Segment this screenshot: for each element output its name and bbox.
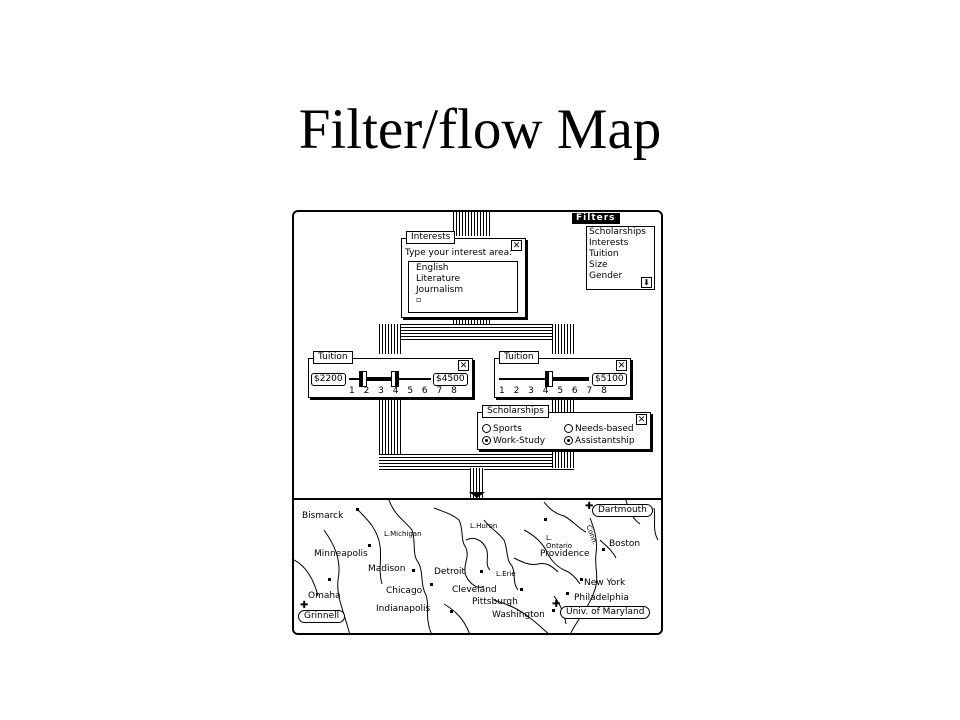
- city-marker: [328, 578, 331, 581]
- close-icon[interactable]: ✕: [511, 240, 522, 251]
- tuition-max-value[interactable]: $4500: [433, 373, 468, 386]
- city-label: Providence: [540, 549, 590, 559]
- filter-flow-window: Filters Scholarships Interests Tuition S…: [292, 210, 663, 635]
- flow-band-top: [453, 212, 491, 236]
- interest-item[interactable]: English: [416, 263, 449, 273]
- flow-band-left-lower: [379, 398, 401, 468]
- tuition-range-fill: [552, 377, 589, 381]
- flow-band-scholar-out: [552, 448, 574, 468]
- flow-band-merge: [379, 454, 574, 470]
- filters-menu-item[interactable]: Interests: [589, 238, 629, 248]
- flow-band-split-top: [379, 324, 574, 340]
- result-marker-icon: ✚: [300, 600, 309, 611]
- result-marker-icon: ✚: [552, 599, 561, 610]
- interests-prompt: Type your interest area:: [405, 248, 513, 258]
- tuition-window-right: Tuition ✕ $5100 1 2 3 4 5 6 7 8: [494, 351, 631, 398]
- city-label: Detroit: [434, 567, 466, 577]
- lake-label: L.Huron: [470, 522, 498, 530]
- city-label: Philadelphia: [574, 593, 629, 603]
- close-icon[interactable]: ✕: [616, 360, 627, 371]
- city-marker: [544, 518, 547, 521]
- scholarship-option-label: Needs-based: [575, 424, 634, 434]
- city-marker: [368, 544, 371, 547]
- filters-menu-item[interactable]: Tuition: [589, 249, 619, 259]
- lake-label: L.Michigan: [384, 530, 422, 538]
- flow-arrow-icon: [469, 492, 485, 498]
- city-marker: [480, 570, 483, 573]
- city-label: Pittsburgh: [472, 597, 518, 607]
- tuition-window-title: Tuition: [499, 351, 539, 364]
- interests-input-box[interactable]: English Literature Journalism ▫: [408, 261, 518, 313]
- close-icon[interactable]: ✕: [458, 360, 469, 371]
- tuition-window-title: Tuition: [313, 351, 353, 364]
- city-marker: [552, 609, 555, 612]
- lake-label: L. Ontario: [546, 534, 573, 550]
- results-map[interactable]: L.Michigan L.Huron L. Ontario L.Erie Con…: [294, 498, 661, 633]
- tuition-min-value[interactable]: $2200: [311, 373, 346, 386]
- city-label: Boston: [609, 539, 641, 549]
- scholarship-option[interactable]: Work-Study: [482, 436, 545, 447]
- city-label: Washington: [492, 610, 545, 620]
- filters-menu-item[interactable]: Scholarships: [589, 227, 646, 237]
- tuition-ticks: 1 2 3 4 5 6 7 8: [349, 386, 460, 396]
- city-marker: [356, 508, 359, 511]
- city-label: Cleveland: [452, 585, 497, 595]
- city-marker: [580, 578, 583, 581]
- city-marker: [450, 610, 453, 613]
- scholarship-option[interactable]: Sports: [482, 424, 522, 435]
- result-marker-icon: ✚: [585, 501, 594, 512]
- city-label: Madison: [368, 564, 406, 574]
- city-label: Omaha: [308, 591, 341, 601]
- city-label: Minneapolis: [314, 549, 368, 559]
- flow-band-to-map: [470, 468, 484, 498]
- tuition-max-value[interactable]: $5100: [592, 373, 627, 386]
- text-cursor[interactable]: ▫: [416, 295, 422, 304]
- tuition-range-fill: [366, 377, 391, 381]
- close-icon[interactable]: ✕: [636, 414, 647, 425]
- filters-menu-item[interactable]: Size: [589, 260, 608, 270]
- city-marker: [520, 588, 523, 591]
- scholarship-option[interactable]: Assistantship: [564, 436, 635, 447]
- city-label: Chicago: [386, 586, 423, 596]
- city-label: Bismarck: [302, 511, 344, 521]
- down-arrow-icon[interactable]: ⬇: [641, 277, 652, 288]
- flow-band-left-down: [379, 324, 401, 354]
- result-grinnell[interactable]: Grinnell: [298, 610, 346, 623]
- filters-menu-title[interactable]: Filters: [572, 213, 620, 224]
- radio-button[interactable]: [482, 436, 491, 445]
- scholarship-option-label: Work-Study: [493, 436, 546, 446]
- interest-item[interactable]: Journalism: [416, 285, 464, 295]
- city-marker: [602, 548, 605, 551]
- slider-handle-max[interactable]: [391, 371, 399, 387]
- scholarship-option-label: Sports: [493, 424, 522, 434]
- radio-button[interactable]: [482, 424, 491, 433]
- city-marker: [430, 583, 433, 586]
- tuition-window-left: Tuition ✕ $2200 $4500 1 2 3 4 5 6 7 8: [308, 351, 473, 398]
- filters-menu-list: Scholarships Interests Tuition Size Gend…: [586, 226, 655, 290]
- filters-menu-item[interactable]: Gender: [589, 271, 623, 281]
- scholarships-window-title: Scholarships: [482, 405, 549, 418]
- scholarship-option[interactable]: Needs-based: [564, 424, 634, 435]
- radio-button[interactable]: [564, 436, 573, 445]
- city-marker: [566, 592, 569, 595]
- scholarships-window: Scholarships ✕ Sports Needs-based Work-S…: [477, 405, 651, 450]
- city-marker: [412, 569, 415, 572]
- result-dartmouth[interactable]: Dartmouth: [592, 504, 653, 517]
- interests-window-title: Interests: [406, 231, 456, 244]
- interest-item[interactable]: Literature: [416, 274, 461, 284]
- map-outline: [294, 500, 659, 633]
- city-label: New York: [584, 578, 626, 588]
- city-label: Indianapolis: [376, 604, 431, 614]
- tuition-slider-track: [499, 378, 589, 380]
- lake-label: L.Erie: [496, 570, 516, 578]
- flow-band-right-down: [552, 324, 574, 354]
- tuition-ticks: 1 2 3 4 5 6 7 8: [499, 386, 610, 396]
- interests-window: Interests ✕ Type your interest area: Eng…: [401, 231, 526, 318]
- scholarship-option-label: Assistantship: [575, 436, 635, 446]
- result-maryland[interactable]: Univ. of Maryland: [560, 606, 651, 619]
- radio-button[interactable]: [564, 424, 573, 433]
- flow-band-right-lower: [552, 398, 574, 412]
- slide-title: Filter/flow Map: [298, 98, 662, 161]
